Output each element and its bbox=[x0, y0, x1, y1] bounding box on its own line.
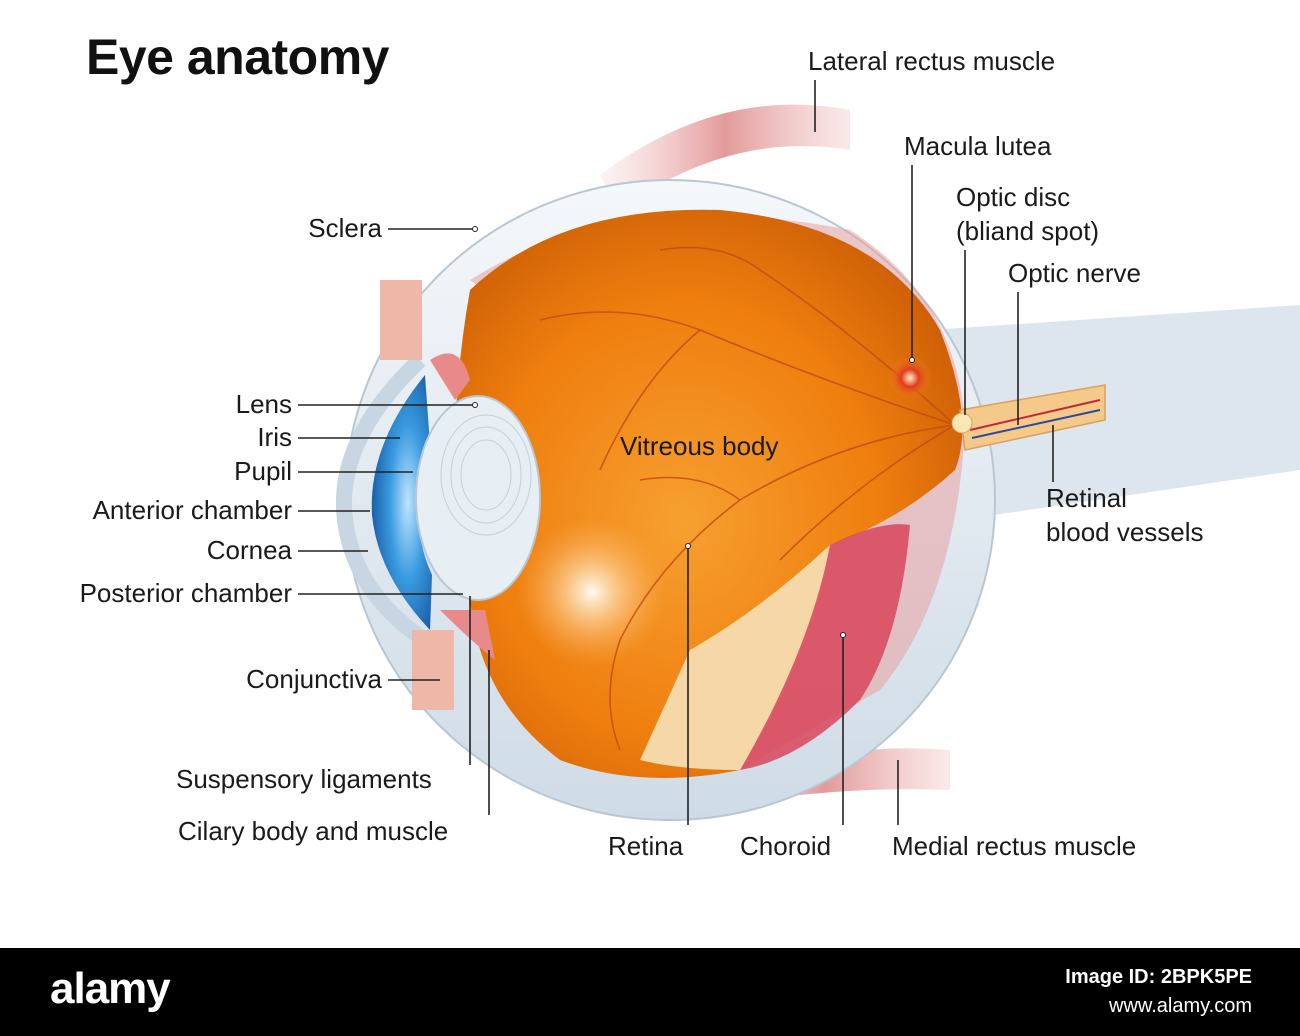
label-retinal-vessels-line2: blood vessels bbox=[1046, 517, 1204, 547]
label-conjunctiva: Conjunctiva bbox=[246, 664, 382, 694]
choroid-cutaway bbox=[740, 524, 910, 770]
footer-bar: alamy Image ID: 2BPK5PE www.alamy.com bbox=[0, 948, 1300, 1036]
label-macula-lutea: Macula lutea bbox=[904, 131, 1052, 161]
label-iris: Iris bbox=[257, 422, 292, 452]
footer-logo: alamy bbox=[50, 964, 171, 1013]
footer-url: www.alamy.com bbox=[1109, 995, 1252, 1017]
label-optic-disc-line1: Optic disc bbox=[956, 182, 1071, 212]
label-retina: Retina bbox=[608, 831, 684, 861]
label-optic-nerve: Optic nerve bbox=[1008, 258, 1141, 288]
label-choroid: Choroid bbox=[740, 831, 832, 861]
label-optic-disc-line2: (bliand spot) bbox=[956, 216, 1100, 246]
optic-disc-shape bbox=[951, 412, 973, 434]
label-pupil: Pupil bbox=[234, 456, 292, 486]
eye-illustration bbox=[298, 80, 1300, 825]
retinal-vessels bbox=[539, 246, 956, 751]
label-suspensory-ligaments: Suspensory ligaments bbox=[176, 764, 432, 794]
label-anterior-chamber: Anterior chamber bbox=[92, 495, 292, 525]
label-cornea: Cornea bbox=[206, 535, 292, 565]
leader-dots bbox=[472, 226, 915, 638]
macula-lutea-shape bbox=[888, 356, 932, 400]
ciliary-body-shape bbox=[430, 353, 470, 400]
lateral-rectus-muscle-shape bbox=[600, 104, 850, 210]
label-vitreous-body: Vitreous body bbox=[620, 431, 779, 461]
light-glow bbox=[517, 517, 667, 667]
label-medial-rectus: Medial rectus muscle bbox=[892, 831, 1137, 861]
optic-nerve-shape bbox=[959, 384, 1106, 451]
conjunctiva-shape bbox=[380, 280, 422, 360]
label-lens: Lens bbox=[235, 389, 292, 419]
footer-info: Image ID: 2BPK5PE www.alamy.com bbox=[1065, 966, 1252, 1018]
label-posterior-chamber: Posterior chamber bbox=[79, 578, 292, 608]
leader-lines bbox=[298, 80, 1054, 825]
label-lateral-rectus: Lateral rectus muscle bbox=[808, 46, 1056, 76]
cornea-shape bbox=[336, 354, 445, 657]
label-retinal-vessels-line1: Retinal bbox=[1046, 483, 1127, 513]
lens-shape bbox=[415, 395, 541, 601]
optic-nerve-sheath bbox=[930, 305, 1300, 520]
lens-rings bbox=[440, 414, 532, 536]
label-ciliary-body: Cilary body and muscle bbox=[178, 816, 449, 846]
footer-image-id: Image ID: 2BPK5PE bbox=[1065, 966, 1252, 988]
page-title: Eye anatomy bbox=[86, 29, 389, 85]
label-sclera: Sclera bbox=[308, 213, 382, 243]
